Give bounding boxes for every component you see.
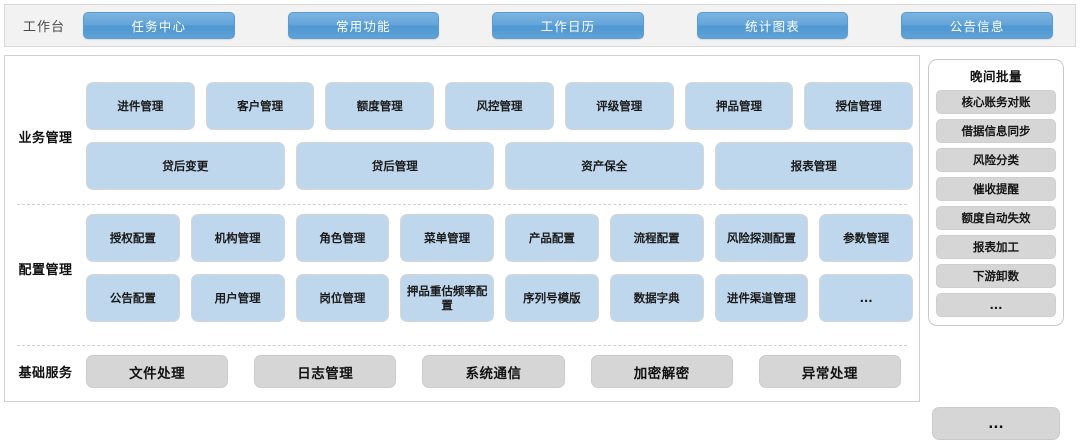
right-column: 晚间批量 核心账务对账 借据信息同步 风险分类 催收提醒 额度自动失效 报表加工… <box>924 55 1076 440</box>
batch-item-collection-reminder[interactable]: 催收提醒 <box>936 177 1056 201</box>
tile-collateral-revaluation-frequency-config[interactable]: 押品重估频率配置 <box>400 274 494 322</box>
tile-log-management[interactable]: 日志管理 <box>254 355 397 388</box>
band-label-services: 基础服务 <box>18 366 73 381</box>
tab-work-calendar[interactable]: 工作日历 <box>492 12 644 39</box>
tile-data-dictionary[interactable]: 数据字典 <box>609 274 704 322</box>
night-batch-card: 晚间批量 核心账务对账 借据信息同步 风险分类 催收提醒 额度自动失效 报表加工… <box>928 59 1064 326</box>
tile-system-communication[interactable]: 系统通信 <box>422 355 565 388</box>
tab-announcements[interactable]: 公告信息 <box>901 12 1053 39</box>
tile-post-loan-change[interactable]: 贷后变更 <box>86 142 285 190</box>
tile-customer-management[interactable]: 客户管理 <box>205 82 315 130</box>
band-business-management: 业务管理 进件管理 客户管理 额度管理 风控管理 评级管理 押品管理 授信管理 … <box>5 82 919 190</box>
tab-common-functions[interactable]: 常用功能 <box>287 12 440 39</box>
band-label-config: 配置管理 <box>18 262 73 278</box>
tile-rating-management[interactable]: 评级管理 <box>564 82 674 130</box>
batch-item-risk-classification[interactable]: 风险分类 <box>936 148 1056 172</box>
tile-role-management[interactable]: 角色管理 <box>295 214 390 262</box>
business-row-1: 进件管理 客户管理 额度管理 风控管理 评级管理 押品管理 授信管理 <box>86 82 914 130</box>
tab-statistics-chart[interactable]: 统计图表 <box>696 12 849 39</box>
tile-credit-management[interactable]: 授信管理 <box>804 82 914 130</box>
tile-user-management[interactable]: 用户管理 <box>190 274 285 322</box>
workbench-title: 工作台 <box>22 20 65 35</box>
top-tab-list: 任务中心 常用功能 工作日历 统计图表 公告信息 <box>83 12 1075 39</box>
config-row-1: 授权配置 机构管理 角色管理 菜单管理 产品配置 流程配置 风险探测配置 参数管… <box>86 214 913 262</box>
band-rows-config: 授权配置 机构管理 角色管理 菜单管理 产品配置 流程配置 风险探测配置 参数管… <box>86 214 919 322</box>
batch-item-core-account-reconciliation[interactable]: 核心账务对账 <box>936 90 1056 114</box>
tile-risk-control-management[interactable]: 风控管理 <box>445 82 554 130</box>
right-more-tile[interactable]: ... <box>932 407 1060 440</box>
tile-product-config[interactable]: 产品配置 <box>505 214 599 262</box>
business-row-2: 贷后变更 贷后管理 资产保全 报表管理 <box>86 142 913 190</box>
tile-collateral-management[interactable]: 押品管理 <box>684 82 794 130</box>
top-bar: 工作台 任务中心 常用功能 工作日历 统计图表 公告信息 <box>4 4 1076 47</box>
tile-process-config[interactable]: 流程配置 <box>609 214 704 262</box>
divider-business-config <box>17 204 907 205</box>
tile-exception-handling[interactable]: 异常处理 <box>758 355 902 388</box>
services-row: 文件处理 日志管理 系统通信 加密解密 异常处理 <box>86 355 913 388</box>
config-row-2: 公告配置 用户管理 岗位管理 押品重估频率配置 序列号模版 数据字典 进件渠道管… <box>86 274 913 322</box>
band-basic-services: 基础服务 文件处理 日志管理 系统通信 加密解密 异常处理 <box>5 355 919 388</box>
band-rows-business: 进件管理 客户管理 额度管理 风控管理 评级管理 押品管理 授信管理 贷后变更 … <box>86 82 919 190</box>
tile-organization-management[interactable]: 机构管理 <box>190 214 285 262</box>
night-batch-title: 晚间批量 <box>969 69 1022 84</box>
batch-item-limit-auto-expiry[interactable]: 额度自动失效 <box>936 206 1056 230</box>
tile-position-management[interactable]: 岗位管理 <box>295 274 390 322</box>
batch-item-more[interactable]: ... <box>936 293 1056 317</box>
band-label-business: 业务管理 <box>18 130 73 146</box>
tile-menu-management[interactable]: 菜单管理 <box>400 214 494 262</box>
tile-post-loan-management[interactable]: 贷后管理 <box>295 142 494 190</box>
tile-risk-detection-config[interactable]: 风险探测配置 <box>714 214 809 262</box>
tile-parameter-management[interactable]: 参数管理 <box>819 214 913 262</box>
tile-application-channel-management[interactable]: 进件渠道管理 <box>714 274 809 322</box>
tile-application-management[interactable]: 进件管理 <box>86 82 195 130</box>
tile-config-more[interactable]: ... <box>819 274 913 322</box>
batch-item-downstream-data-unload[interactable]: 下游卸数 <box>936 264 1056 288</box>
batch-item-report-processing[interactable]: 报表加工 <box>936 235 1056 259</box>
tile-asset-preservation[interactable]: 资产保全 <box>505 142 704 190</box>
divider-config-services <box>17 345 907 346</box>
tile-announcement-config[interactable]: 公告配置 <box>86 274 180 322</box>
tile-file-processing[interactable]: 文件处理 <box>86 355 229 388</box>
batch-item-loan-receipt-sync[interactable]: 借据信息同步 <box>936 119 1056 143</box>
tile-authorization-config[interactable]: 授权配置 <box>86 214 180 262</box>
tile-limit-management[interactable]: 额度管理 <box>325 82 435 130</box>
tile-report-management[interactable]: 报表管理 <box>714 142 913 190</box>
tile-serial-number-template[interactable]: 序列号模版 <box>505 274 599 322</box>
tab-task-center[interactable]: 任务中心 <box>83 12 235 39</box>
module-map-frame: 业务管理 进件管理 客户管理 额度管理 风控管理 评级管理 押品管理 授信管理 … <box>4 55 920 402</box>
tile-encryption-decryption[interactable]: 加密解密 <box>590 355 733 388</box>
band-config-management: 配置管理 授权配置 机构管理 角色管理 菜单管理 产品配置 流程配置 风险探测配… <box>5 214 919 322</box>
band-rows-services: 文件处理 日志管理 系统通信 加密解密 异常处理 <box>86 355 919 388</box>
